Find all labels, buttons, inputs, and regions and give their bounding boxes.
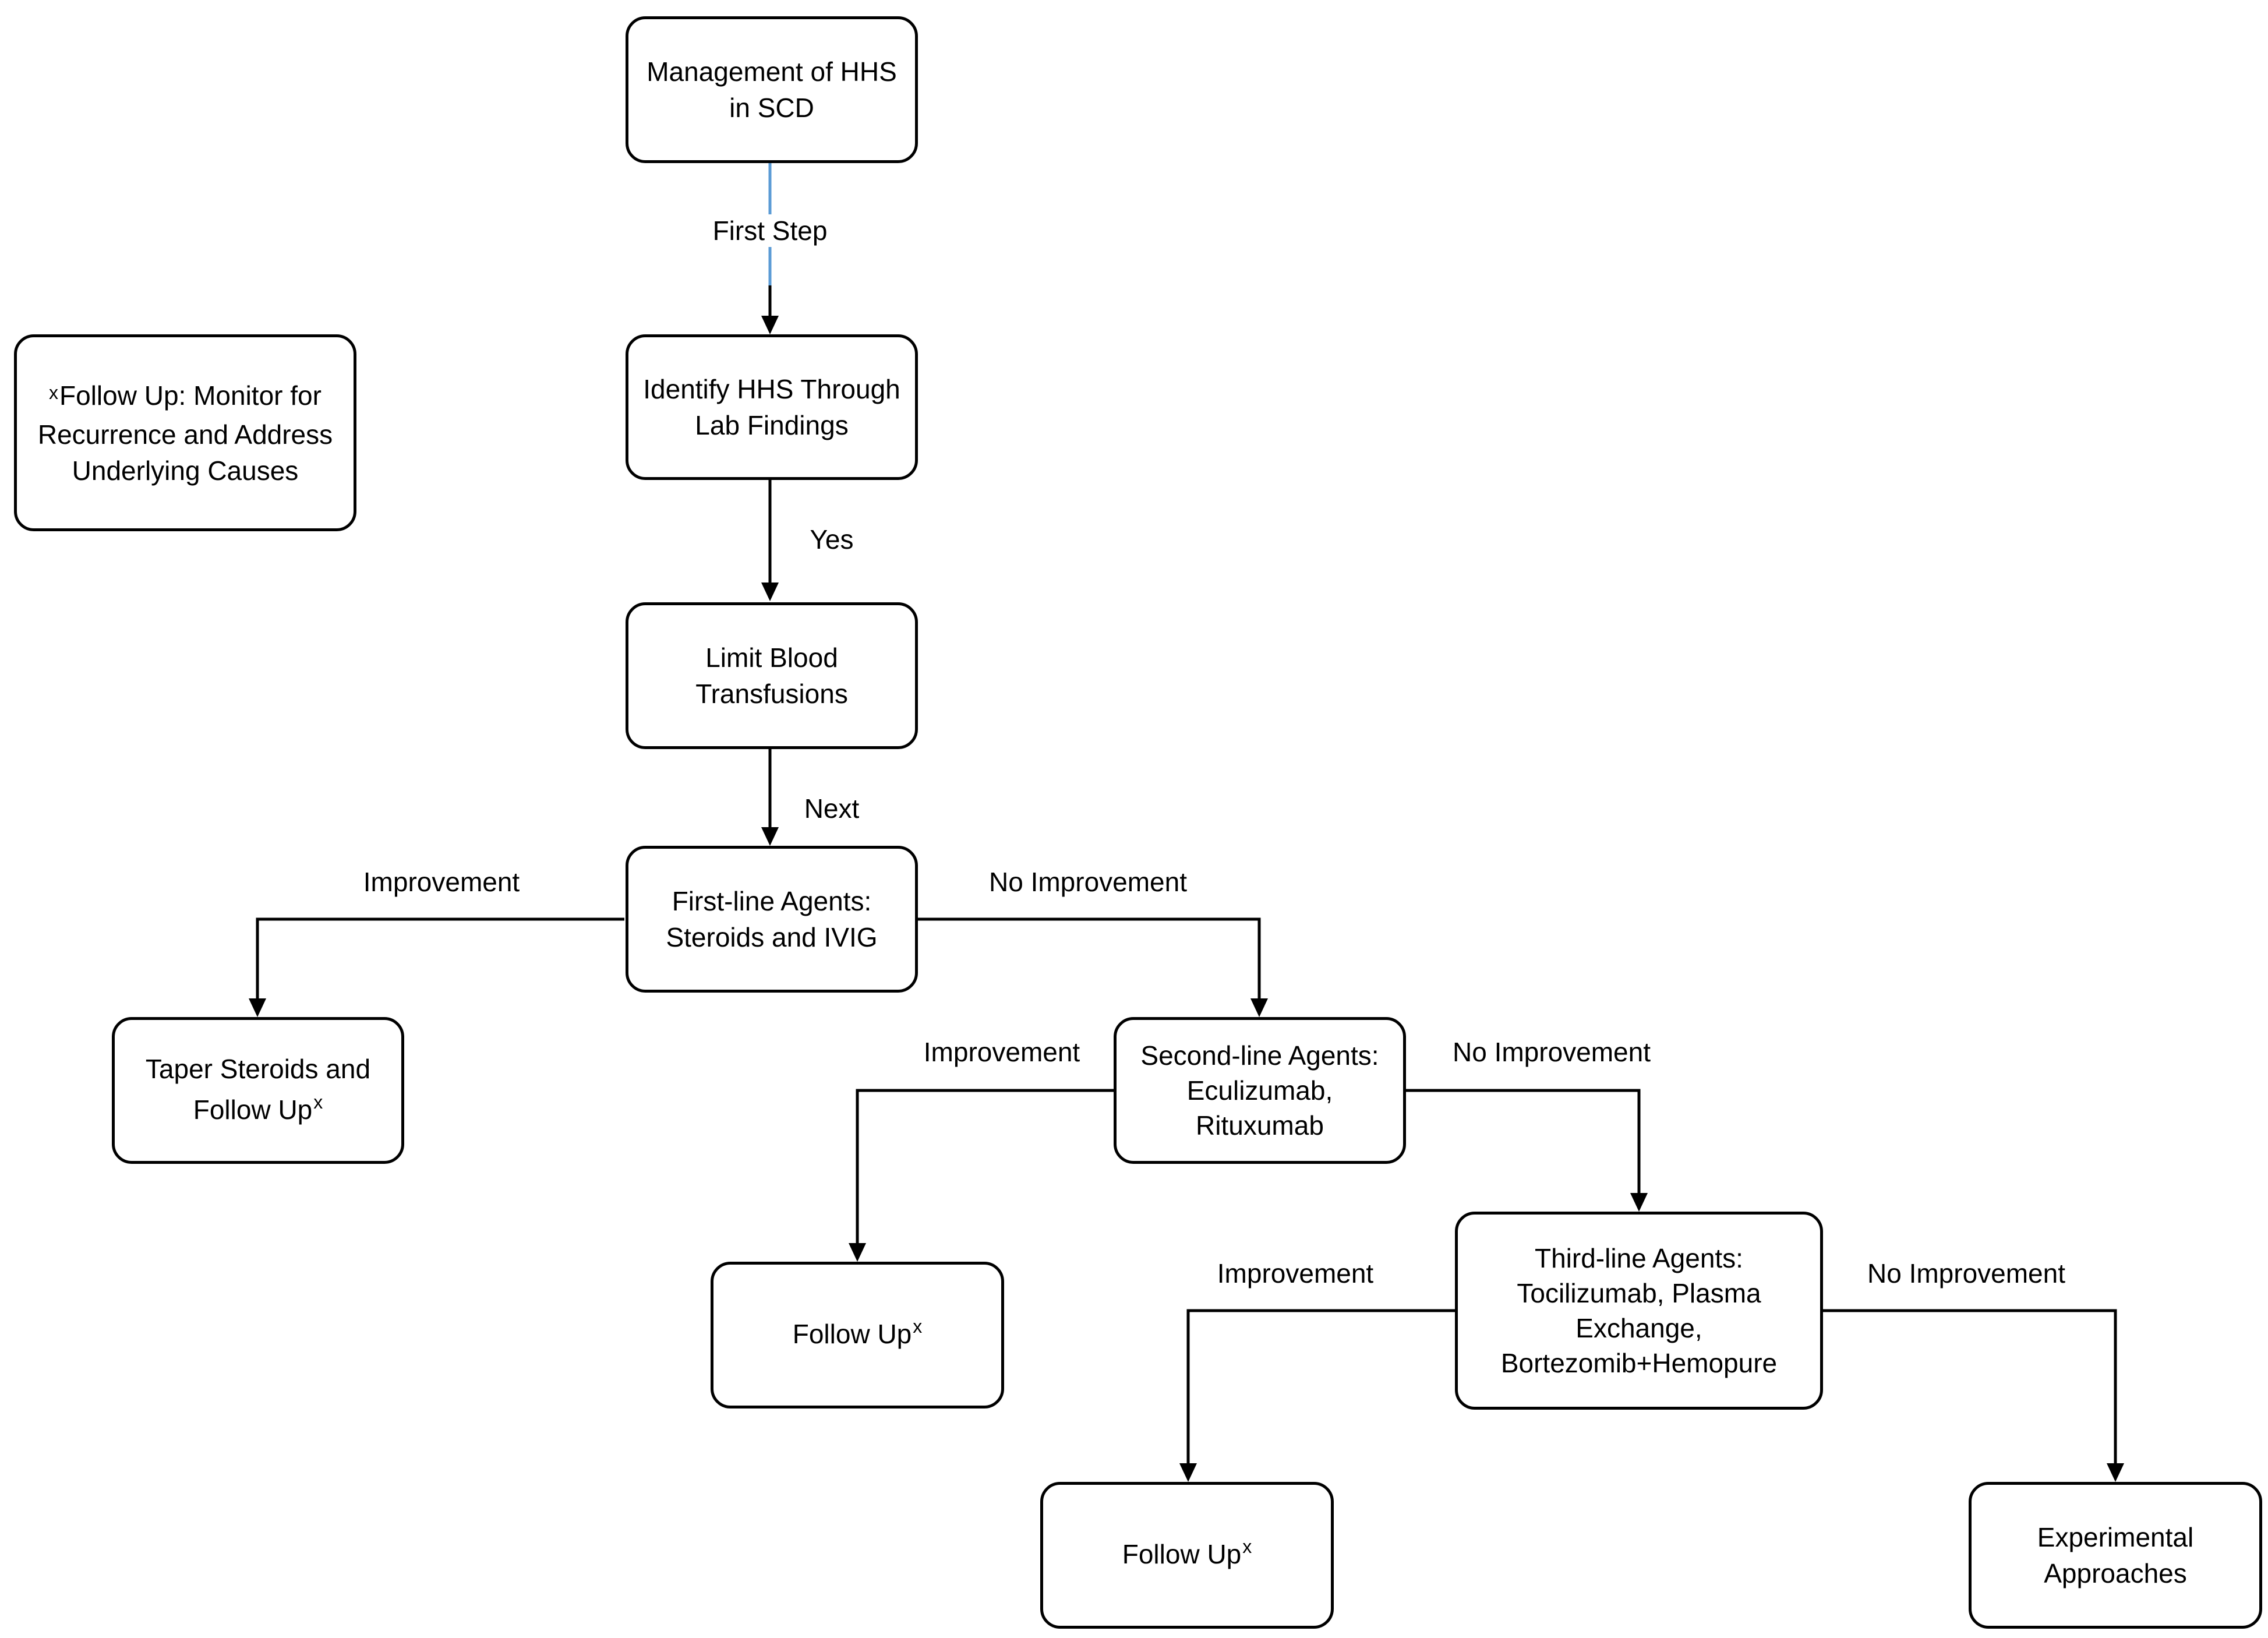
arrowhead-taper [249, 998, 266, 1017]
node-text: Follow Up: Monitor for [59, 380, 322, 411]
node-text-line: Exchange, [1575, 1313, 1702, 1343]
node-first-line-agents: First-line Agents: Steroids and IVIG [626, 846, 918, 993]
arrowhead-identify [761, 316, 779, 334]
footnote-marker: x [313, 1091, 323, 1113]
node-third-line-agents: Third-line Agents: Tocilizumab, Plasma E… [1455, 1212, 1823, 1410]
edge-label-improvement-1: Improvement [363, 867, 520, 897]
node-text-line: Identify HHS Through [643, 374, 900, 404]
node-text-line: Third-line Agents: [1535, 1243, 1743, 1273]
footnote-marker: x [1242, 1535, 1252, 1557]
edge-label-yes: Yes [810, 524, 854, 555]
node-management-of-hhs: Management of HHS in SCD [626, 16, 918, 163]
arrowhead-follow-up-1 [849, 1243, 866, 1262]
arrowhead-follow-up-2 [1179, 1463, 1197, 1482]
node-text-line: xFollow Up: Monitor for [38, 377, 333, 416]
edge-label-no-improvement-1: No Improvement [988, 867, 1188, 897]
footnote-marker: x [913, 1315, 923, 1337]
node-taper-steroids: Taper Steroids and Follow Upx [112, 1017, 404, 1164]
node-text-line: Follow Upx [793, 1316, 923, 1355]
connector-third-line-to-experimental [1822, 1309, 2117, 1467]
node-text-line: Management of HHS [647, 57, 897, 87]
edge-label-no-improvement-2: No Improvement [1452, 1037, 1651, 1067]
node-text-line: Transfusions [695, 679, 848, 709]
node-text-line: Limit Blood [705, 643, 838, 673]
node-follow-up-2: Follow Upx [1040, 1482, 1334, 1629]
edge-label-no-improvement-3: No Improvement [1867, 1258, 2066, 1288]
node-text-line: First-line Agents: [672, 886, 872, 916]
footnote-marker: x [49, 382, 59, 403]
node-text-line: Underlying Causes [72, 455, 299, 486]
node-text-line: Experimental [2037, 1522, 2194, 1552]
node-text-line: Tocilizumab, Plasma [1517, 1278, 1761, 1308]
node-text-line: Follow Upx [1122, 1536, 1252, 1575]
node-text-line: Second-line Agents: [1140, 1040, 1379, 1071]
node-text-line: Approaches [2044, 1558, 2187, 1588]
connector-second-line-to-third-line [1405, 1089, 1641, 1196]
arrowhead-third-line [1630, 1193, 1648, 1212]
connector-first-line-to-second-line [917, 917, 1261, 1002]
node-text-line: Rituxumab [1196, 1110, 1324, 1141]
node-follow-up-1: Follow Upx [711, 1262, 1004, 1408]
edge-label-first-step: First Step [710, 214, 830, 247]
arrowhead-first-line [761, 827, 779, 846]
node-experimental-approaches: Experimental Approaches [1969, 1482, 2262, 1629]
node-follow-up-note: xFollow Up: Monitor for Recurrence and A… [14, 334, 356, 531]
arrowhead-limit [761, 583, 779, 601]
connector-third-line-to-follow-up-2 [1186, 1309, 1455, 1467]
arrowhead-second-line [1250, 998, 1268, 1017]
node-text-line: Eculizumab, [1186, 1075, 1333, 1106]
node-text: Follow Up [792, 1318, 912, 1349]
edge-label-improvement-2: Improvement [923, 1037, 1080, 1067]
node-second-line-agents: Second-line Agents: Eculizumab, Rituxuma… [1114, 1017, 1406, 1164]
arrowhead-experimental [2107, 1463, 2124, 1482]
node-text: Follow Up [1122, 1538, 1242, 1569]
node-text-line: Follow Upx [146, 1089, 370, 1133]
edge-label-next: Next [804, 793, 860, 824]
node-text-line: Taper Steroids and [145, 1053, 371, 1084]
node-text-line: Bortezomib+Hemopure [1500, 1348, 1778, 1378]
node-text-line: in SCD [729, 93, 814, 123]
connector-second-line-to-follow-up-1 [856, 1089, 1114, 1247]
node-text: Follow Up [193, 1094, 313, 1125]
connector-first-line-to-taper [256, 917, 624, 1002]
node-text-line: Steroids and IVIG [666, 922, 878, 952]
edge-label-improvement-3: Improvement [1217, 1258, 1374, 1288]
node-text-line: Recurrence and Address [37, 419, 333, 450]
node-identify-hhs: Identify HHS Through Lab Findings [626, 334, 918, 480]
node-text-line: Lab Findings [695, 410, 849, 440]
node-limit-blood-transfusions: Limit Blood Transfusions [626, 602, 918, 749]
